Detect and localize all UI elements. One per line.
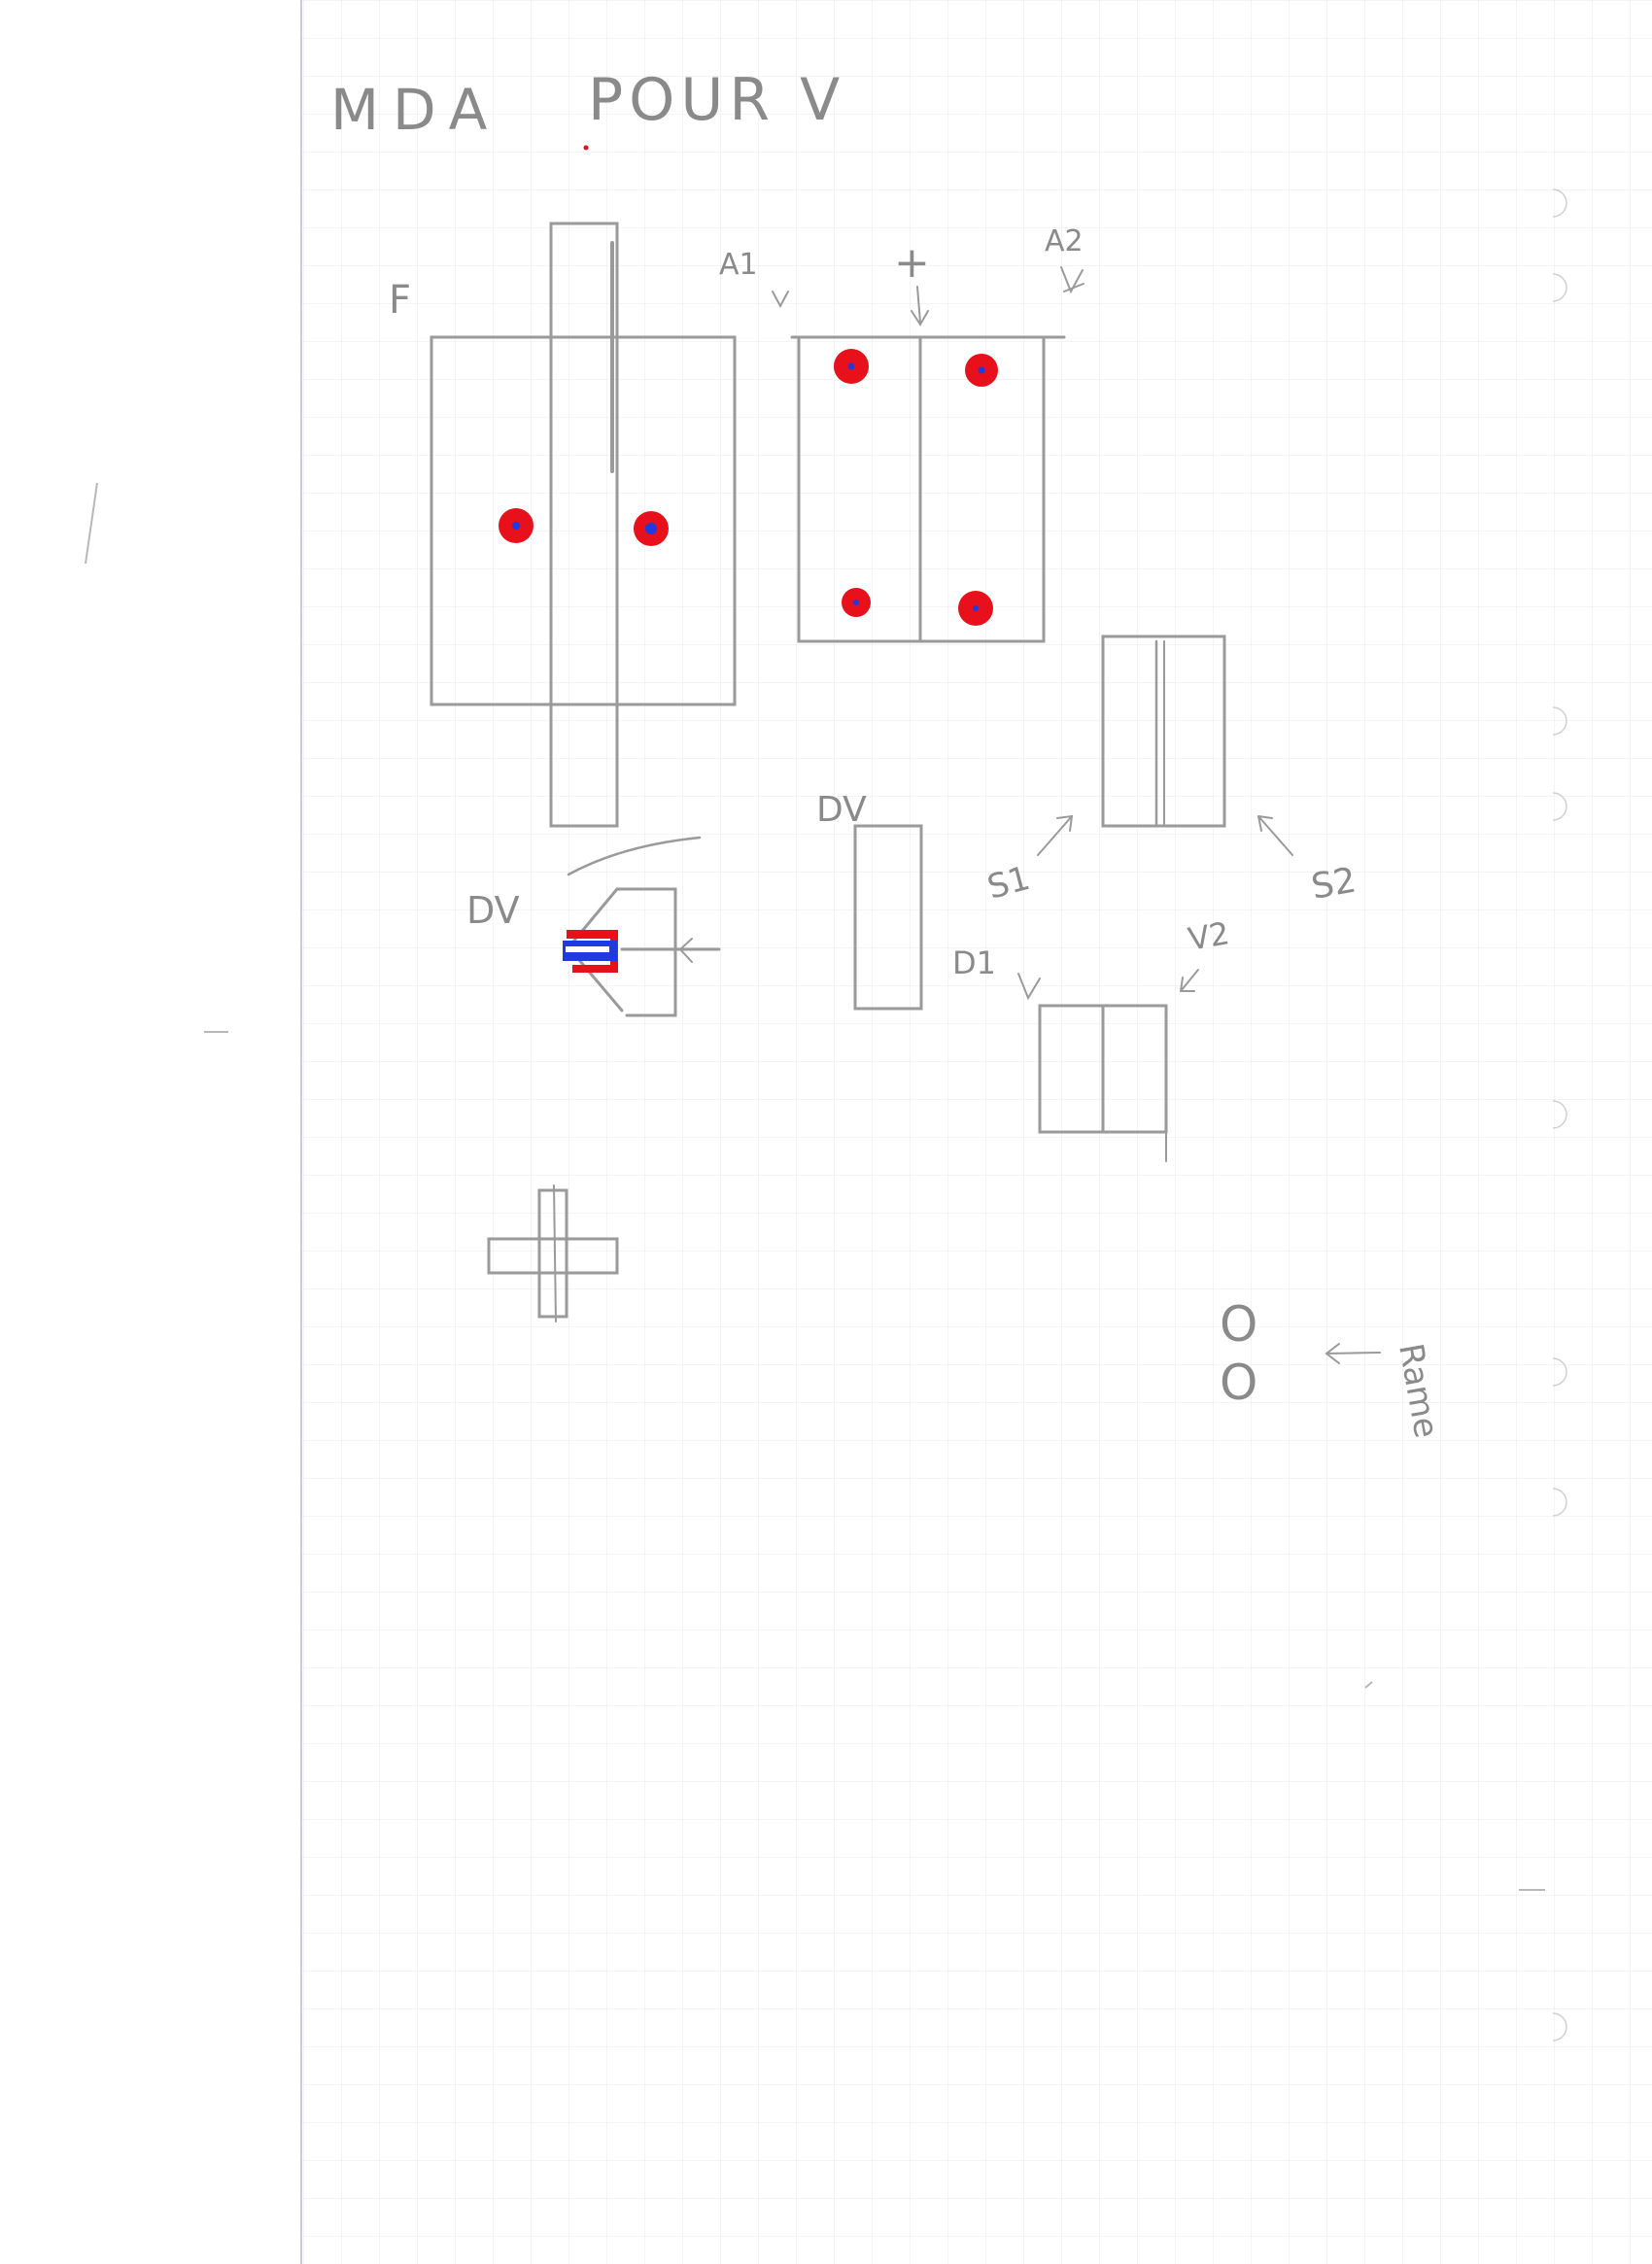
marker-blue-left [512,522,520,530]
label-dv-mid: DV [816,790,867,830]
title-mda: MDA [330,77,500,143]
label-a1: A1 [719,248,758,282]
label-v2: V2 [1186,914,1232,958]
title-pour-v: POUR V [588,66,845,134]
label-a2: A2 [1045,224,1084,258]
red-dot-title [583,145,589,151]
double-panel-assembly [790,335,1066,643]
dv-middle-panel: DV [816,790,923,1011]
label-o-bottom: O [1220,1355,1257,1411]
label-d1: D1 [952,944,996,981]
label-plus: + [894,238,930,288]
s-panel [1101,635,1226,828]
frame-f-assembly [430,222,737,828]
cross-sketch [487,1184,619,1322]
dv-left-assembly: DV [466,836,721,1017]
d1-v2-panel: D1 V2 [952,914,1232,1162]
vertical-bar [549,222,619,828]
label-o-top: O [1220,1296,1257,1353]
label-s2: S2 [1308,861,1359,908]
red-clamp-bottom [572,965,616,973]
grid-background [301,0,1652,2264]
red-clamp-top [567,930,617,939]
frame-f [430,335,737,706]
label-f: F [389,278,411,323]
label-dv-left: DV [466,889,520,932]
stray-marks [85,482,1545,1891]
binder-holes [1552,189,1567,2041]
marker-blue-right [645,523,657,534]
